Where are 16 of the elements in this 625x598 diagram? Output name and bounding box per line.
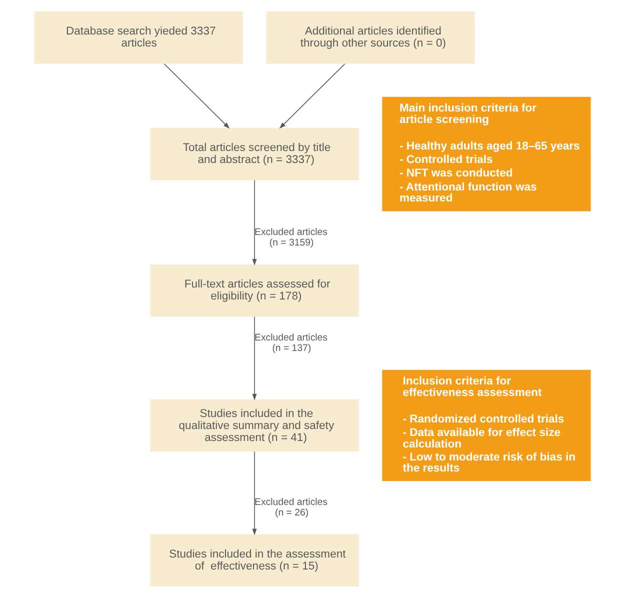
- arrow: [279, 64, 346, 129]
- node-box: Studies included in the qualitative summary and safety assessment (n = 41): [150, 399, 359, 452]
- arrow: [252, 316, 257, 400]
- edge-label: Excluded articles (n = 3159): [254, 227, 328, 249]
- node-box: Studies included in the assessment of effectiveness (n = 15): [150, 534, 359, 587]
- node-box: Additional articles identified through other sources (n = 0): [266, 11, 475, 64]
- arrow: [252, 451, 257, 536]
- node-box: Full-text articles assessed for eligibility (n = 178): [150, 264, 359, 317]
- node-box: Total articles screened by title and abstract (n = 3337): [150, 128, 359, 180]
- node-box: Database search yieded 3337 articles: [34, 11, 243, 64]
- node-box: Inclusion criteria for effectiveness assessment - Randomized controlled trials - Data available for effect size calculation - Low to moderate risk of bias in the results: [382, 370, 591, 482]
- node-box: Main inclusion criteria for article screening - Healthy adults aged 18–65 years - Controlled trials - NFT was conducted - Attentional function was measured: [382, 96, 591, 212]
- edge-label: Excluded articles (n = 137): [254, 332, 328, 354]
- arrow: [252, 180, 257, 266]
- edge-label: Excluded articles (n = 26): [254, 496, 328, 518]
- arrow: [164, 64, 230, 129]
